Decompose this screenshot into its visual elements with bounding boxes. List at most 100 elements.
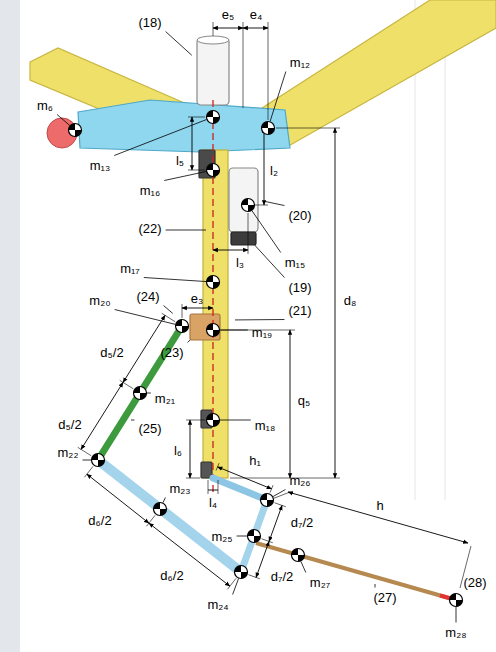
extension-line [213,22,214,36]
mass-label: m₂₄ [206,598,229,611]
dimension-label: e₄ [249,8,264,21]
mass-circle [207,414,220,427]
extension-line [146,515,155,526]
extension-line [218,480,219,494]
leader-line [456,607,457,623]
leader-line [252,211,281,253]
extension-line [216,463,219,470]
mass-quadrant [207,164,214,171]
mass-circle [207,111,220,124]
mass-symbol [207,414,220,427]
mass-circle [69,124,82,137]
extension-line [255,205,268,206]
mass-markers [69,111,463,607]
leader-lines [57,32,456,623]
dimension-line [213,250,248,251]
mass-quadrant [254,536,261,543]
dimension-label: l₆ [173,444,183,457]
leader-line [131,420,134,421]
callout-number: (18) [137,16,162,29]
mass-symbol [207,276,220,289]
link-blue [98,460,241,572]
dimension-line [213,28,243,29]
mass-circle [176,320,189,333]
dimension-lines [78,22,471,589]
mass-label: m₁₉ [251,326,273,339]
mass-circle [207,164,220,177]
dimension-label: l₃ [235,256,245,269]
extension-line [243,22,244,108]
extension-line [208,480,209,494]
dimension-line [218,467,272,489]
mass-quadrant [207,276,214,283]
dimension-label: d₇/2 [270,570,295,583]
mass-symbol [450,594,463,607]
mass-label: m₂₃ [168,482,191,495]
dimension-line [190,420,191,478]
callout-number: (27) [372,591,397,604]
mass-quadrant [154,503,161,510]
extension-line [186,478,200,479]
dimension-line [269,505,282,541]
mass-label: m₁₈ [254,419,277,432]
mass-quadrant [261,494,268,501]
dimension-label: q₅ [297,394,311,407]
leader-line [57,115,70,126]
mass-label: m₂₀ [88,294,111,307]
mass-circle [292,549,305,562]
dimension-label: l₂ [269,164,279,177]
mass-circle [235,566,248,579]
dimension-line [243,28,268,29]
mass-quadrant [207,414,214,421]
dimension-label: e₅ [221,8,235,21]
leader-line [233,579,239,595]
mass-quadrant [213,330,220,337]
mass-quadrant [248,530,255,537]
mass-label: m₂₈ [444,626,467,639]
mass-label: m₂₇ [309,576,331,589]
leader-line [82,460,91,461]
mass-label: m₆ [36,99,54,112]
mass-quadrant [213,170,220,177]
callout-number: (25) [137,422,162,435]
mass-circle [207,276,220,289]
dimension-label: d₈ [343,294,358,307]
mass-quadrant [292,549,299,556]
mass-symbol [262,122,275,135]
mass-quadrant [456,600,463,607]
mass-label: m₂₁ [154,392,176,405]
mass-label: m₁₃ [89,159,112,172]
dimension-label: l₄ [208,496,218,509]
clamp-block [201,462,212,478]
extension-line [248,213,249,254]
extension-line [84,466,93,477]
callout-number: (28) [462,576,487,589]
dimension-label: d₆/2 [159,569,184,582]
mass-circle [242,199,255,212]
extension-line [162,313,176,321]
mass-label: m₂₂ [57,446,80,459]
mass-label: m₂₅ [210,530,233,543]
mass-circle [154,503,167,516]
mass-circle [134,387,147,400]
mass-circle [207,324,220,337]
mass-label: m₁₆ [139,184,161,197]
leader-line [163,498,165,503]
extension-line [188,117,205,118]
mass-quadrant [298,555,305,562]
leader-line [375,584,376,588]
mass-symbol [207,324,220,337]
mass-quadrant [176,320,183,327]
dimension-line [123,315,165,382]
dimension-line [335,128,336,478]
mass-quadrant [207,324,214,331]
background-line [445,0,446,500]
mass-quadrant [69,124,76,131]
link-blue [213,478,267,500]
mass-quadrant [182,326,189,333]
mass-symbol [69,124,82,137]
mass-quadrant [268,128,275,135]
mass-quadrant [213,117,220,124]
mass-quadrant [98,460,105,467]
